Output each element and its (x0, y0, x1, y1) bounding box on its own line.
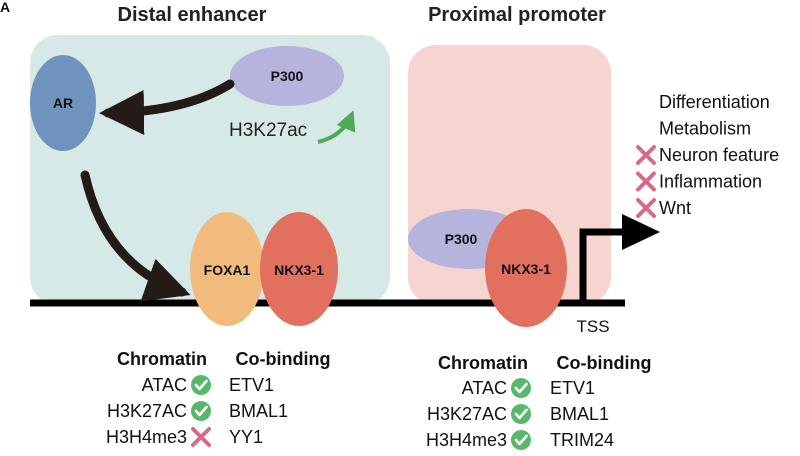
nkx-distal-protein (260, 212, 338, 326)
outcome-label: Differentiation (659, 92, 770, 112)
green-up-arrow-icon (317, 110, 356, 144)
cross-icon (636, 145, 656, 165)
distal-title: Distal enhancer (118, 4, 267, 26)
cobinding-factor-label: BMAL1 (229, 401, 288, 421)
cobinding-factor-label: ETV1 (550, 378, 595, 398)
cross-icon (191, 427, 211, 447)
p300-distal-label: P300 (271, 68, 304, 84)
distal-chromatin-header: Chromatin (117, 349, 207, 369)
ar-to-foxa1-arrow (80, 170, 191, 302)
outcome-label: Inflammation (659, 172, 762, 192)
ar-label: AR (53, 95, 73, 111)
cross-icon (636, 198, 656, 218)
p300-distal-protein (230, 46, 344, 106)
check-icon (511, 430, 531, 450)
tss-arrow (579, 228, 626, 303)
chromatin-mark-label: ATAC (462, 378, 507, 398)
cobinding-factor-label: TRIM24 (550, 430, 614, 450)
ar-protein (30, 55, 96, 151)
foxa1-protein (190, 212, 264, 326)
nkx-proximal-protein (485, 209, 567, 327)
cobinding-factor-label: YY1 (229, 427, 263, 447)
distal-chromatin-list: ATAC H3K27AC H3H4me3 (106, 375, 211, 447)
outcome-label: Wnt (659, 198, 691, 218)
cross-icon (636, 171, 656, 192)
chromatin-mark-label: H3H4me3 (106, 427, 187, 447)
proximal-chromatin-list: ATAC H3K27AC H3H4me3 (426, 378, 531, 450)
chromatin-mark-label: ATAC (142, 375, 187, 395)
cobinding-factor-label: ETV1 (229, 375, 274, 395)
panel-label: A (0, 0, 10, 15)
distal-cobinding-header: Co-binding (236, 349, 331, 369)
proximal-cobinding-header: Co-binding (557, 353, 652, 373)
nkx-proximal-label: NKX3-1 (501, 261, 551, 277)
chromatin-mark-label: H3H4me3 (426, 430, 507, 450)
proximal-chromatin-header: Chromatin (438, 353, 528, 373)
outcome-label: Metabolism (659, 119, 751, 139)
check-icon (511, 404, 531, 424)
chromatin-mark-label: H3K27AC (107, 401, 187, 421)
nkx-distal-label: NKX3-1 (274, 262, 324, 278)
check-icon (511, 378, 531, 398)
foxa1-label: FOXA1 (204, 262, 251, 278)
chromatin-mark-label: H3K27AC (427, 404, 507, 424)
tss-arrowhead-icon (622, 214, 660, 250)
check-icon (191, 401, 211, 421)
tss-label: TSS (576, 317, 609, 336)
p300-to-ar-arrow (99, 79, 235, 136)
p300-proximal-label: P300 (445, 231, 478, 247)
check-icon (191, 375, 211, 395)
proximal-title: Proximal promoter (428, 4, 606, 26)
outcome-label: Neuron feature (659, 145, 779, 165)
cobinding-factor-label: BMAL1 (550, 404, 609, 424)
h3k27ac-label: H3K27ac (229, 120, 307, 141)
